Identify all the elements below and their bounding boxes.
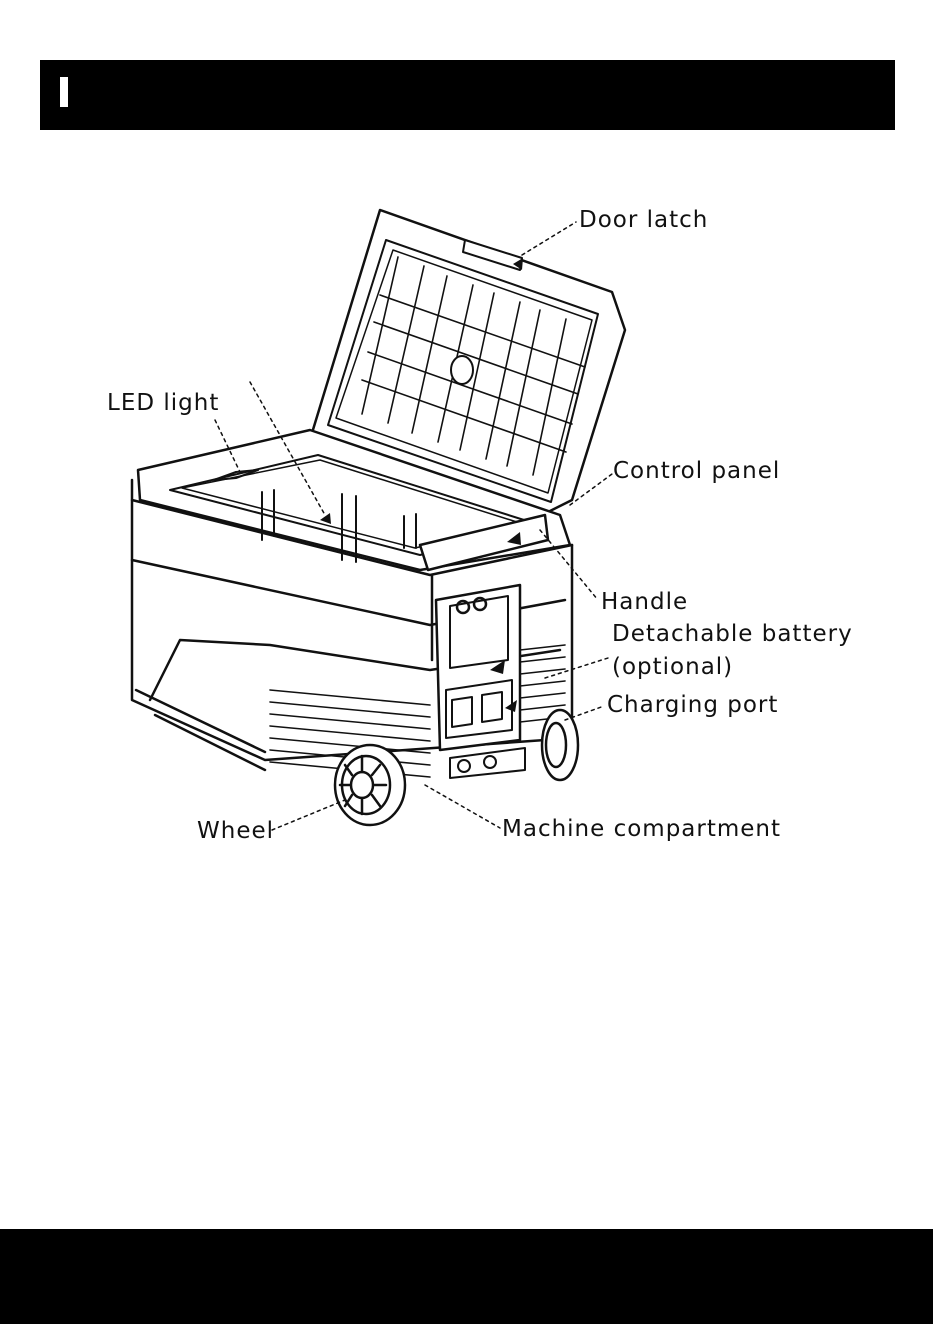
label-charging-port: Charging port bbox=[607, 692, 778, 718]
label-wheel: Wheel bbox=[197, 818, 274, 844]
label-door-latch: Door latch bbox=[579, 207, 708, 233]
handle bbox=[436, 585, 520, 750]
label-led-light: LED light bbox=[107, 390, 219, 416]
footer-bar bbox=[0, 1229, 933, 1324]
label-control-panel: Control panel bbox=[613, 458, 780, 484]
label-handle: Handle bbox=[601, 589, 688, 615]
wheel-right bbox=[542, 710, 578, 780]
label-detachable-battery: Detachable battery bbox=[612, 621, 853, 647]
label-machine-compartment: Machine compartment bbox=[502, 816, 781, 842]
label-optional: (optional) bbox=[612, 654, 733, 680]
charging-port bbox=[450, 748, 525, 778]
lid-knob bbox=[451, 356, 473, 384]
wheel-left bbox=[335, 745, 405, 825]
